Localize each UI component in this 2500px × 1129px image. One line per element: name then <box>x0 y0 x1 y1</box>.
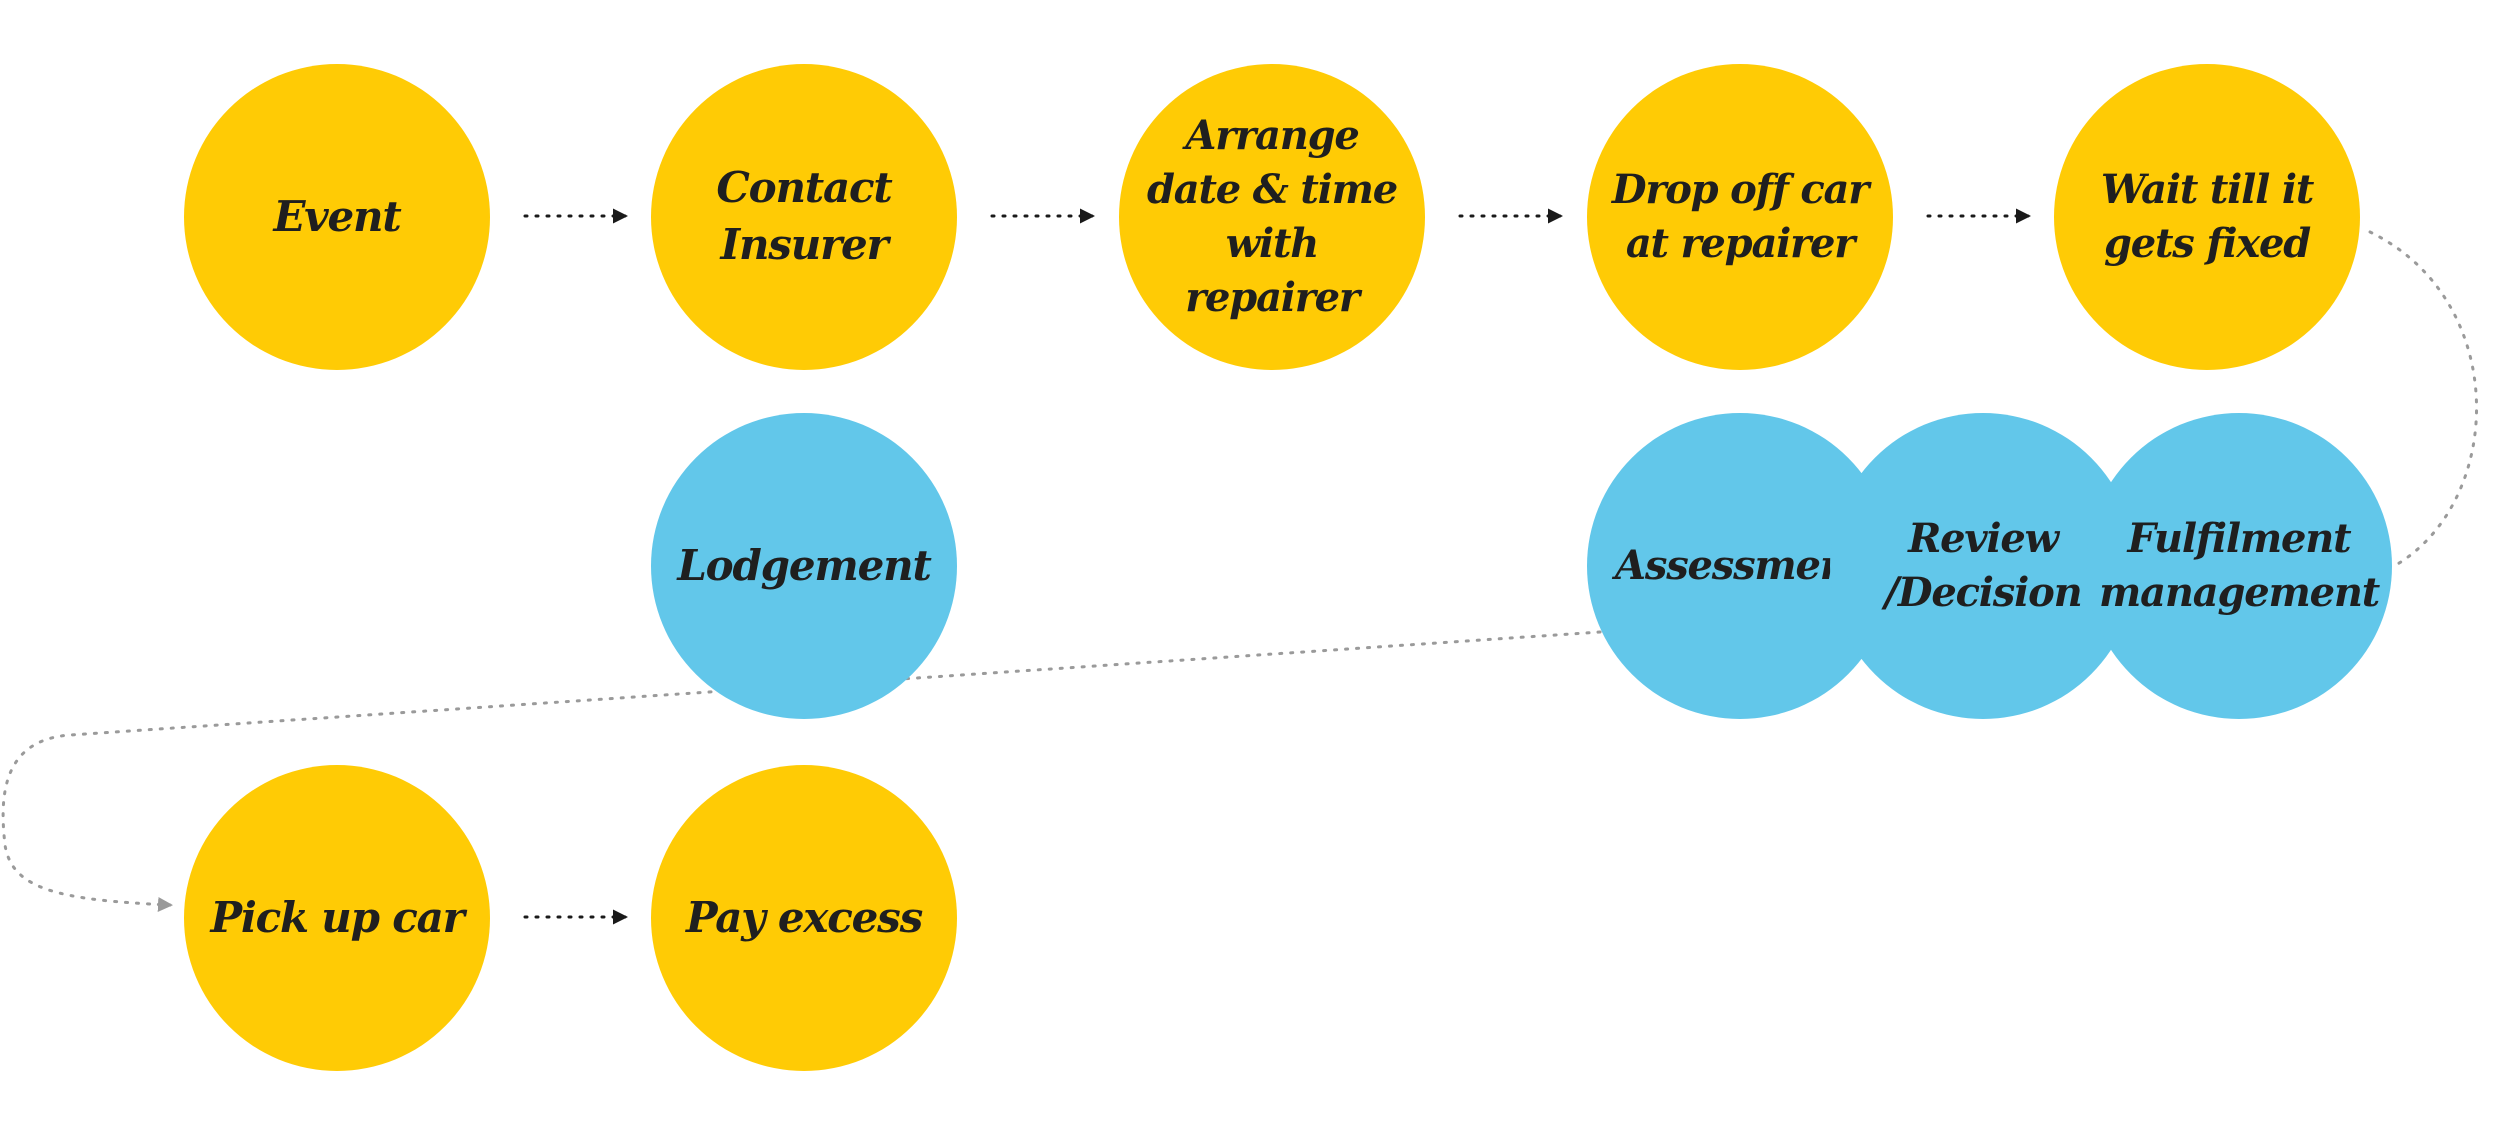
node-pay-excess-label: Pay excess <box>685 892 923 942</box>
node-review: Review /Decision <box>1830 413 2136 719</box>
node-pick-up: Pick up car <box>184 765 490 1071</box>
node-drop-off: Drop off car at repairer <box>1587 64 1893 370</box>
node-event-label: Event <box>273 191 401 241</box>
node-assessment-label: Assessment <box>1615 542 1866 589</box>
node-review-label: Review /Decision <box>1884 515 2083 616</box>
node-wait: Wait till it gets fixed <box>2054 64 2360 370</box>
node-pick-up-label: Pick up car <box>210 892 464 942</box>
node-pay-excess: Pay excess <box>651 765 957 1071</box>
node-wait-label: Wait till it gets fixed <box>2100 166 2314 267</box>
node-fulfilment-label: Fulfilment management <box>2099 515 2380 616</box>
node-contact-insurer: Contact Insurer <box>651 64 957 370</box>
node-lodgement: Lodgement <box>651 413 957 719</box>
node-lodgement-label: Lodgement <box>677 540 932 590</box>
node-contact-insurer-label: Contact Insurer <box>716 163 892 269</box>
node-drop-off-label: Drop off car at repairer <box>1611 166 1870 267</box>
connector-wait-to-fulfilment <box>2368 230 2478 567</box>
node-arrange: Arrange date & time with repairer <box>1119 64 1425 370</box>
node-arrange-label: Arrange date & time with repairer <box>1146 112 1398 321</box>
node-fulfilment: Fulfilment management <box>2086 413 2392 719</box>
node-event: Event <box>184 64 490 370</box>
